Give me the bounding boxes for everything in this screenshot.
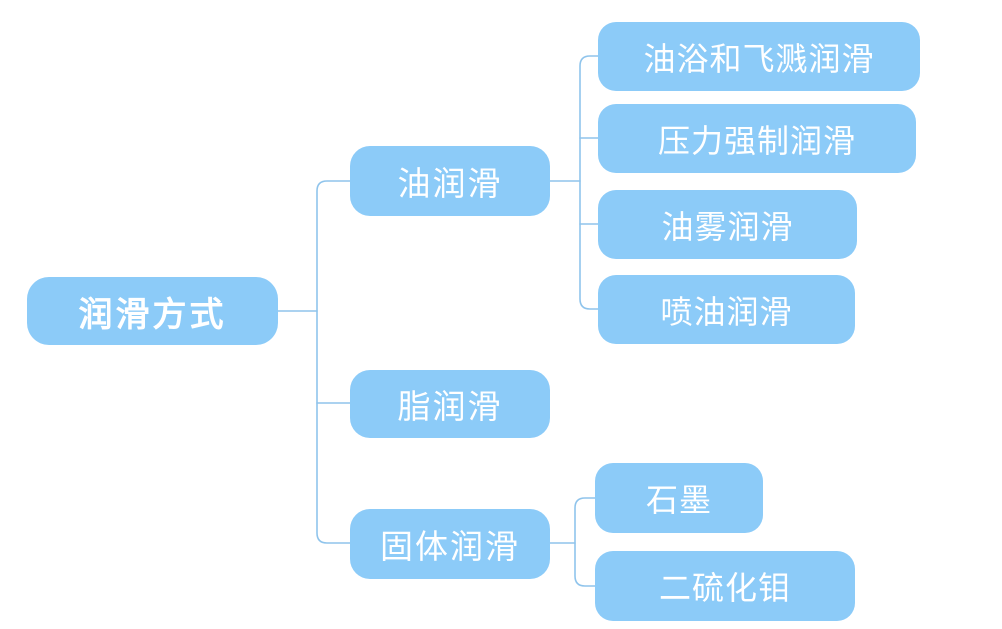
node-label: 脂润滑: [397, 388, 503, 425]
node-root-lubrication-method[interactable]: 润滑方式: [27, 277, 278, 345]
node-oil-bath-splash-lubrication[interactable]: 油浴和飞溅润滑: [598, 22, 920, 91]
node-grease-lubrication[interactable]: 脂润滑: [350, 370, 550, 438]
node-molybdenum-disulfide[interactable]: 二硫化钼: [595, 551, 855, 621]
node-pressure-forced-lubrication[interactable]: 压力强制润滑: [598, 104, 916, 173]
node-label: 油雾润滑: [661, 208, 794, 245]
connector-root-trunk: [316, 180, 351, 544]
node-oil-mist-lubrication[interactable]: 油雾润滑: [598, 190, 857, 259]
node-label: 喷油润滑: [660, 293, 793, 330]
node-oil-jet-lubrication[interactable]: 喷油润滑: [598, 275, 855, 344]
connector-oil-trunk: [579, 55, 599, 310]
node-solid-lubrication[interactable]: 固体润滑: [350, 509, 550, 579]
node-oil-lubrication[interactable]: 油润滑: [350, 146, 550, 216]
node-label: 压力强制润滑: [657, 122, 856, 159]
connector-solid-trunk: [574, 497, 596, 587]
node-label: 油润滑: [397, 165, 503, 202]
node-label: 石墨: [645, 482, 712, 518]
node-label: 油浴和飞溅润滑: [643, 40, 875, 77]
node-label: 固体润滑: [380, 528, 520, 565]
node-label: 润滑方式: [78, 295, 227, 334]
node-label: 二硫化钼: [658, 570, 791, 606]
node-graphite[interactable]: 石墨: [595, 463, 763, 533]
